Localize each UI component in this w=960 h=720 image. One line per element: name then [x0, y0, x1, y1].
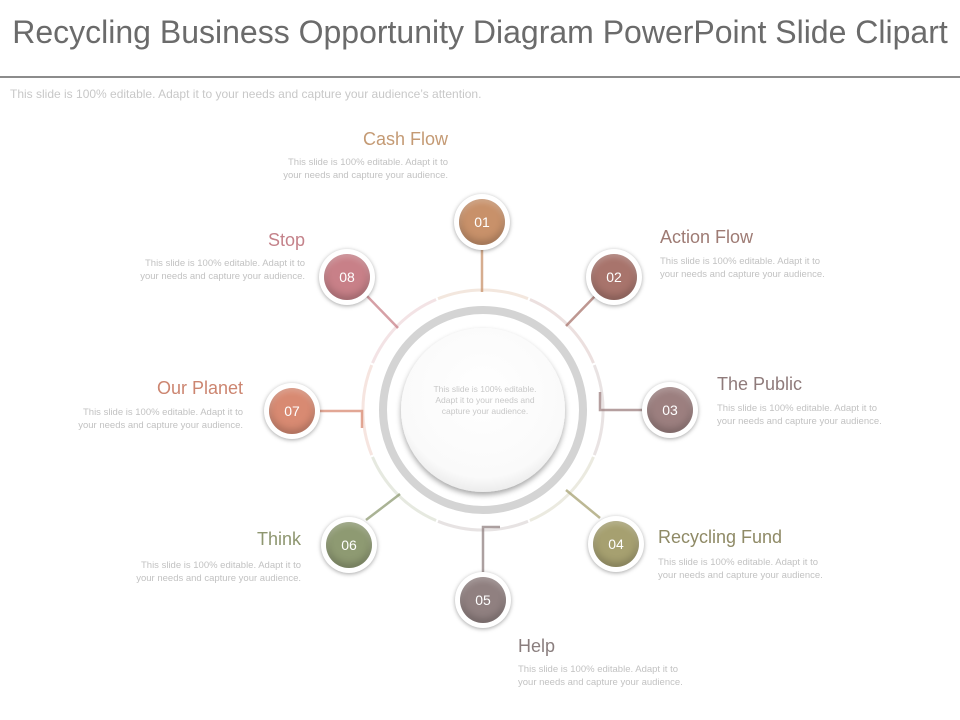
node-08: 08	[319, 249, 375, 305]
outer-ring	[379, 306, 587, 514]
node-03: 03	[642, 382, 698, 438]
connector-3	[598, 392, 642, 412]
node-05: 05	[455, 572, 511, 628]
node-08-number: 08	[324, 254, 370, 300]
desc-action-flow: This slide is 100% editable. Adapt it to…	[660, 256, 825, 280]
node-06: 06	[321, 517, 377, 573]
center-description: This slide is 100% editable. Adapt it to…	[433, 384, 537, 416]
label-the-public: The Public	[717, 374, 803, 394]
arc-segment-7	[361, 364, 374, 456]
label-recycling-fund: Recycling Fund	[658, 527, 783, 547]
connector-2	[565, 294, 597, 327]
label-cash-flow: Cash Flow	[362, 129, 448, 149]
connector-7	[320, 409, 364, 428]
desc-cash-flow: This slide is 100% editable. Adapt it to…	[283, 157, 448, 181]
connector-6	[365, 493, 401, 521]
node-02: 02	[586, 249, 642, 305]
node-02-number: 02	[591, 254, 637, 300]
label-think: Think	[256, 529, 301, 549]
node-03-number: 03	[647, 387, 693, 433]
node-01: 01	[454, 194, 510, 250]
node-07: 07	[264, 383, 320, 439]
title-divider	[0, 76, 960, 78]
connector-8	[365, 294, 399, 329]
slide-subtitle: This slide is 100% editable. Adapt it to…	[10, 87, 482, 101]
node-06-number: 06	[326, 522, 372, 568]
node-01-number: 01	[459, 199, 505, 245]
node-04-number: 04	[593, 521, 639, 567]
arc-segment-4	[529, 456, 595, 522]
label-action-flow: Action Flow	[660, 227, 754, 247]
connector-4	[565, 489, 601, 519]
connector-5	[481, 525, 500, 572]
label-help: Help	[518, 636, 556, 656]
slide-title: Recycling Business Opportunity Diagram P…	[12, 14, 948, 50]
arc-segment-8	[371, 298, 437, 364]
node-04: 04	[588, 516, 644, 572]
center-circle	[401, 328, 565, 492]
label-stop: Stop	[267, 230, 305, 250]
node-07-number: 07	[269, 388, 315, 434]
desc-the-public: This slide is 100% editable. Adapt it to…	[717, 403, 882, 427]
connector-lines	[320, 249, 642, 572]
desc-stop: This slide is 100% editable. Adapt it to…	[140, 258, 305, 282]
desc-think: This slide is 100% editable. Adapt it to…	[136, 560, 301, 584]
label-our-planet: Our Planet	[156, 378, 243, 398]
node-05-number: 05	[460, 577, 506, 623]
desc-help: This slide is 100% editable. Adapt it to…	[518, 664, 683, 688]
desc-our-planet: This slide is 100% editable. Adapt it to…	[78, 407, 243, 431]
desc-recycling-fund: This slide is 100% editable. Adapt it to…	[658, 557, 823, 581]
